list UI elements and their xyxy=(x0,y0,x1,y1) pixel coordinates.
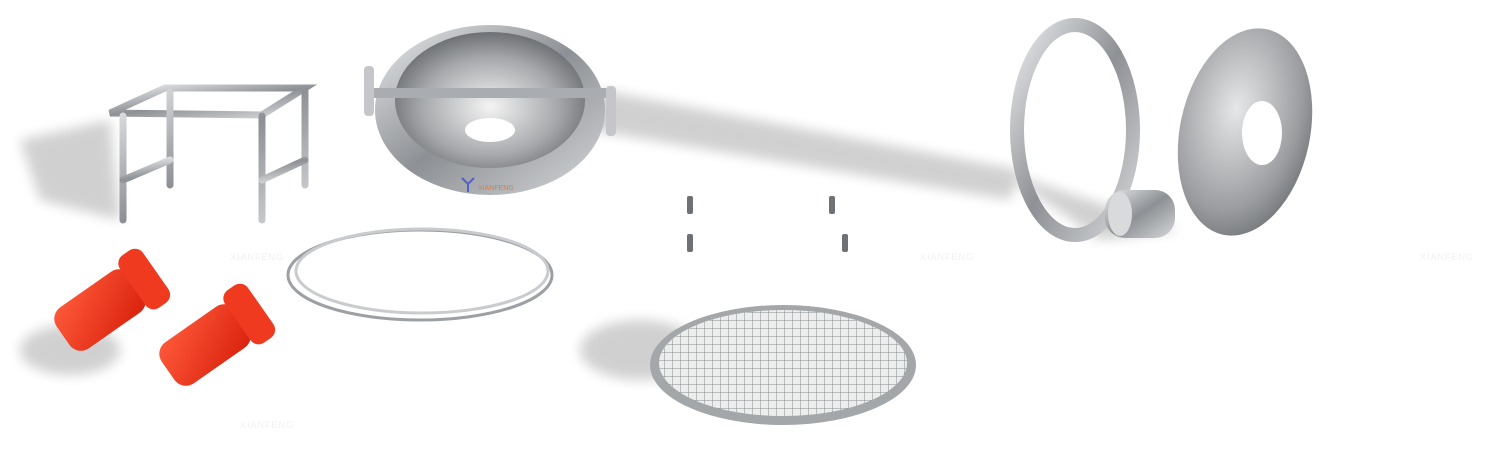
ring-frame xyxy=(1010,18,1175,242)
watermark: XIANFENG xyxy=(240,420,295,430)
clamp-ring xyxy=(286,227,554,322)
sieve-body-hopper: XIANFENG xyxy=(364,25,616,195)
watermark: XIANFENG xyxy=(1420,252,1475,262)
dust-cover-disc xyxy=(1177,28,1313,236)
watermark: XIANFENG xyxy=(920,252,975,262)
stand-frame xyxy=(108,84,318,224)
springs xyxy=(687,196,848,252)
logo: XIANFENG xyxy=(478,185,514,192)
mesh-screen xyxy=(650,305,916,425)
shadows xyxy=(20,90,1180,380)
vibration-motors xyxy=(54,248,276,386)
watermark: XIANFENG xyxy=(230,252,285,262)
